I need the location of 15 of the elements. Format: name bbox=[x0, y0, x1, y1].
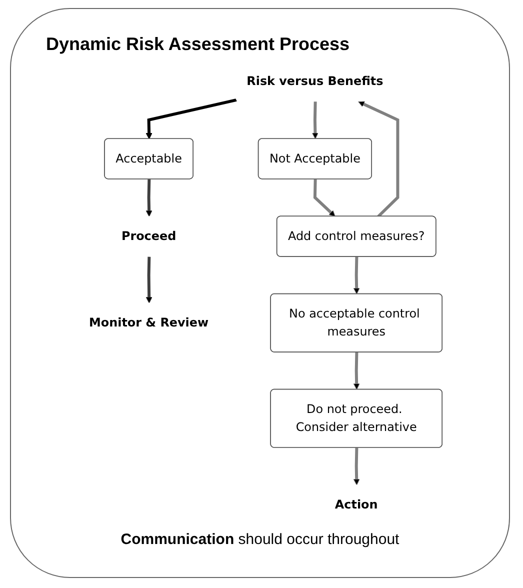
arrow bbox=[312, 102, 318, 140]
arrow bbox=[353, 256, 360, 294]
arrow bbox=[146, 98, 237, 140]
arrow bbox=[353, 448, 360, 486]
node-text: Action bbox=[334, 497, 378, 512]
arrow bbox=[353, 352, 360, 390]
arrow bbox=[146, 256, 152, 304]
node-text: Risk versus Benefits bbox=[246, 74, 384, 88]
node-text: Proceed bbox=[121, 228, 176, 244]
node-text: Monitor & Review bbox=[89, 315, 209, 330]
arrow bbox=[358, 101, 400, 218]
title: Dynamic Risk Assessment Process bbox=[46, 34, 350, 55]
arrow bbox=[146, 179, 152, 217]
arrow bbox=[313, 179, 336, 217]
caption: Communication should occur throughout bbox=[120, 531, 400, 548]
